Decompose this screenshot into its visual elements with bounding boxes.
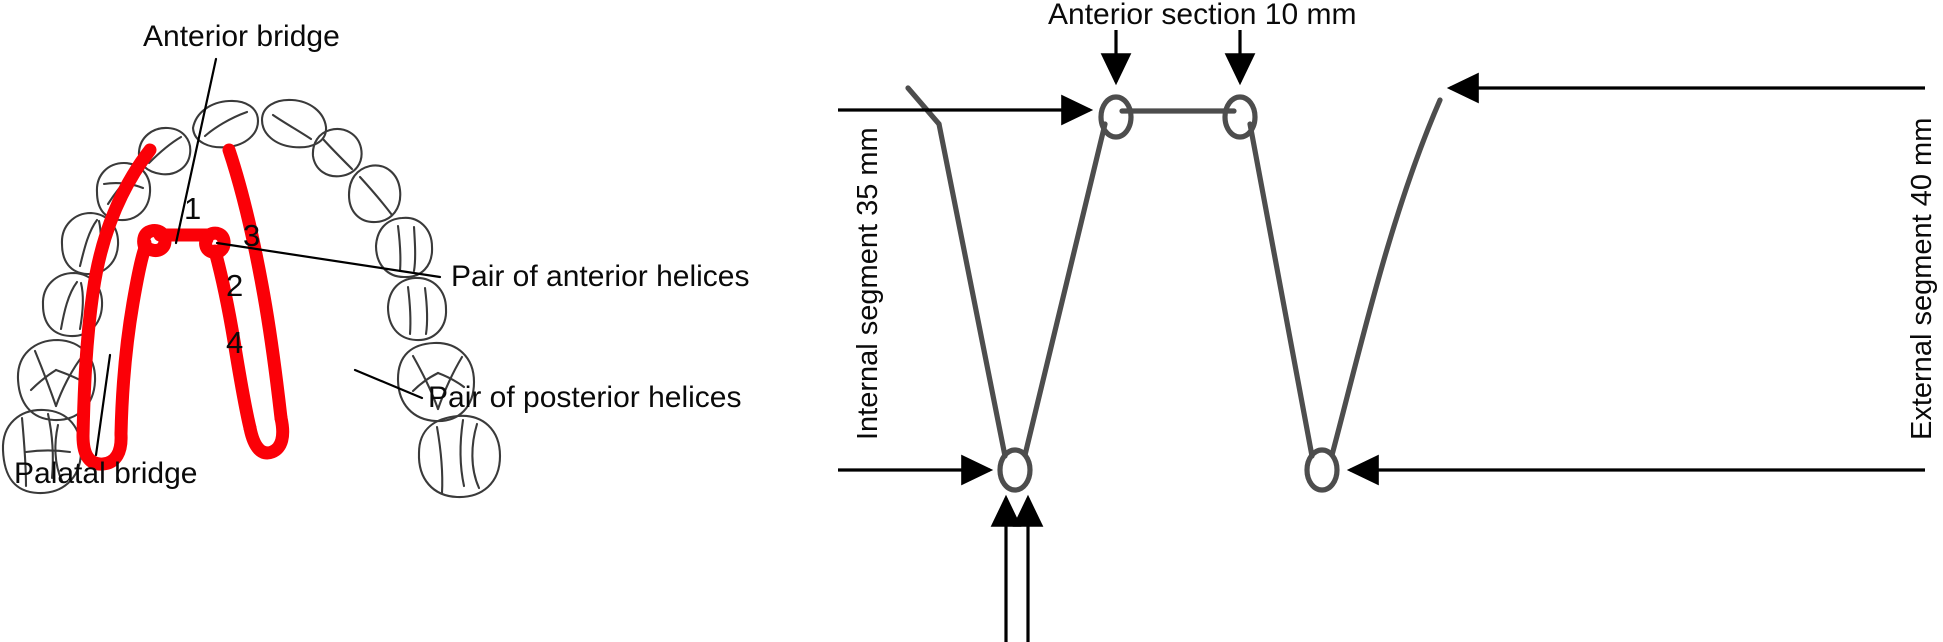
helix-posterior-right	[1304, 447, 1340, 493]
helix-loops	[997, 94, 1340, 493]
label-external-segment: External segment 40 mm	[1906, 117, 1938, 440]
label-anterior-section: Anterior section 10 mm	[1048, 0, 1357, 31]
wire-schematic-panel: Anterior section 10 mm Internal segment …	[820, 0, 1943, 642]
leader-lines	[94, 57, 442, 457]
teeth-outlines	[1, 98, 502, 499]
quad-helix-wire	[76, 143, 290, 471]
segment-number-2: 2	[226, 268, 244, 303]
label-palatal-bridge: Palatal bridge	[14, 457, 198, 490]
leader-posterior-helices	[353, 368, 424, 400]
wire-external-ascending	[1329, 97, 1443, 458]
leader-anterior-helices	[215, 241, 442, 279]
helix-anterior-left	[1098, 94, 1134, 140]
helix-posterior-left	[997, 447, 1033, 493]
leader-anterior-bridge	[174, 57, 218, 245]
wire-external-descending	[1247, 121, 1315, 459]
segment-number-4: 4	[226, 325, 244, 360]
label-pair-posterior-helices: Pair of posterior helices	[428, 381, 742, 414]
wire-internal-ascending	[1022, 121, 1108, 458]
label-internal-segment: Internal segment 35 mm	[852, 127, 884, 440]
palatal-arch-panel: Anterior bridge Palatal bridge Pair of a…	[0, 0, 820, 642]
label-anterior-bridge: Anterior bridge	[143, 20, 340, 53]
wire-left-tail	[905, 85, 942, 127]
schematic-svg	[838, 30, 1925, 642]
segment-number-1: 1	[184, 191, 202, 226]
annotation-arrows	[838, 30, 1925, 642]
helix-anterior-right	[1222, 94, 1258, 140]
schematic-wire-path	[905, 85, 1443, 459]
arch-svg	[1, 57, 502, 499]
wire-internal-descending	[936, 121, 1008, 459]
leader-palatal-bridge	[94, 353, 112, 457]
label-pair-anterior-helices: Pair of anterior helices	[451, 260, 750, 293]
segment-number-3: 3	[243, 218, 261, 253]
